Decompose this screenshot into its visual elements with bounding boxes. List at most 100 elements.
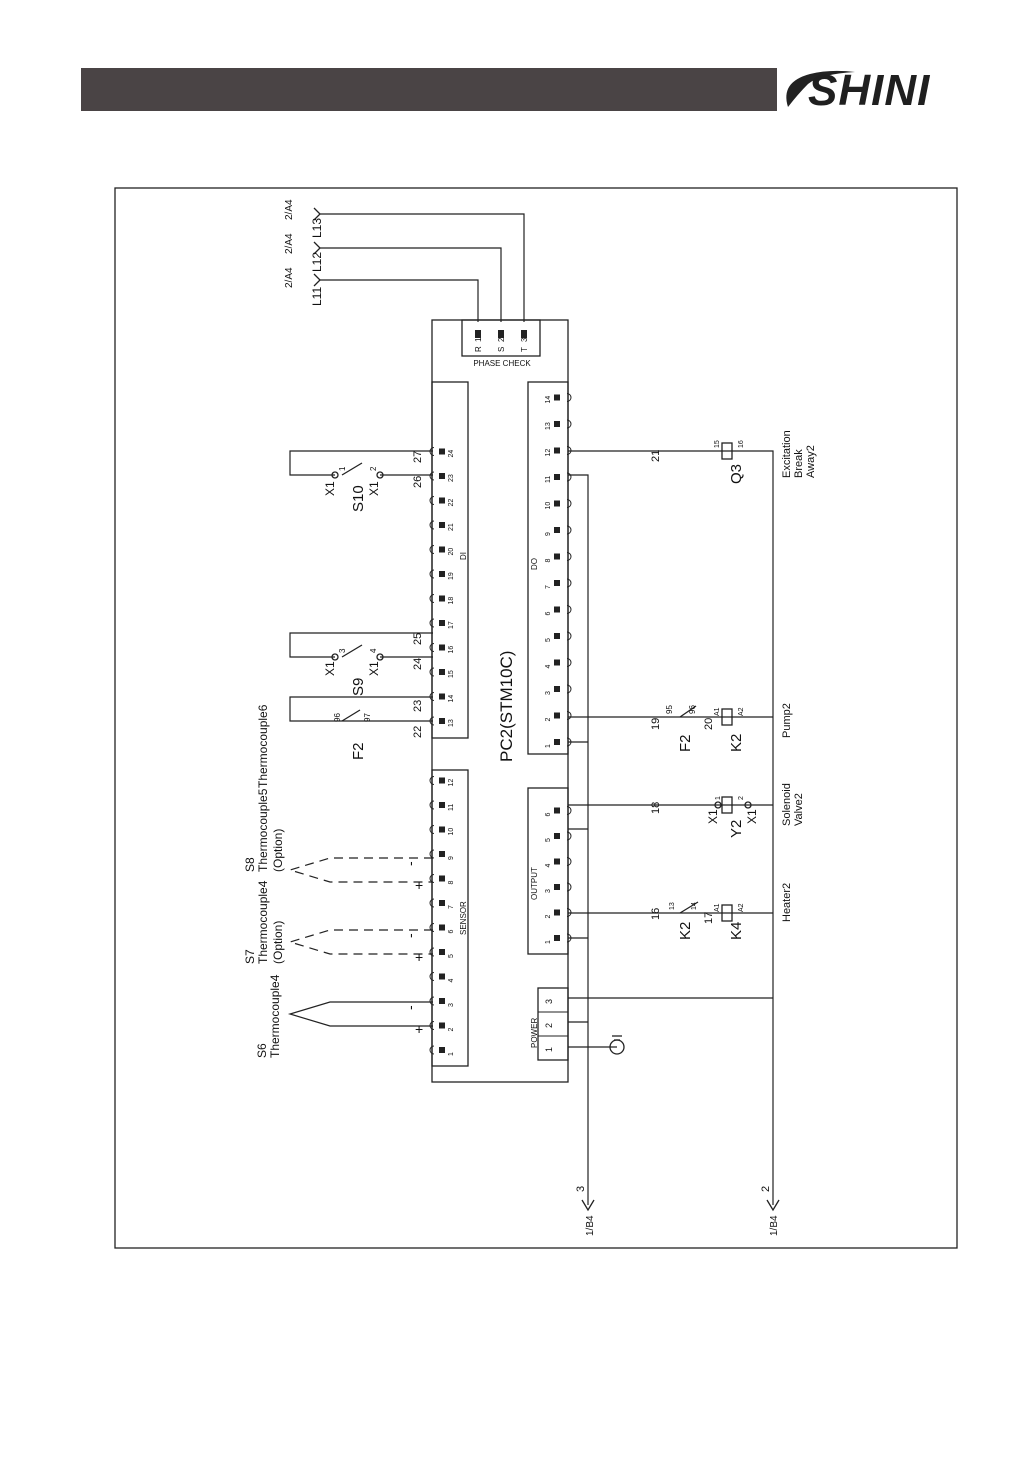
di-terminal: 20: [429, 545, 455, 556]
sensor-terminal: 9: [429, 849, 455, 860]
sensor-block: [431, 769, 469, 1067]
load-excitation: Excitation: [781, 430, 793, 478]
do-terminal-number: 11: [545, 476, 552, 483]
load-pump: Pump2: [781, 703, 793, 738]
do-terminal: 6: [545, 605, 572, 616]
phase-ref-3: 2/A4: [284, 199, 295, 220]
do-terminal-number: 9: [545, 532, 552, 536]
phase-num-3: 3: [520, 337, 529, 342]
label-s10: S10: [350, 485, 367, 512]
load-solenoid: Solenoid: [781, 783, 793, 826]
label-q3-pin15: 15: [714, 440, 721, 448]
sensor-terminal: 5: [429, 947, 455, 958]
sensor-terminal-number: 11: [448, 804, 455, 811]
block-output-label: OUTPUT: [530, 867, 539, 900]
shini-logo: [780, 62, 955, 117]
label-s9-x1-right: X1: [367, 661, 381, 676]
di-terminal: 23: [429, 471, 455, 482]
label-q3: Q3: [728, 464, 745, 484]
wire-27: 27: [412, 451, 424, 463]
label-y2: Y2: [728, 820, 745, 838]
do-terminal: 7: [545, 578, 572, 589]
label-s9-pin3: 3: [338, 648, 347, 653]
do-terminal-number: 10: [545, 502, 552, 510]
output-terminal: 1: [545, 933, 572, 944]
output-terminal-number: 2: [545, 915, 552, 919]
label-f2-pin95: 95: [665, 705, 674, 714]
output-terminal-number: 4: [545, 864, 552, 868]
logo-text: SHINI: [808, 66, 931, 115]
label-s10-pin1: 1: [338, 466, 347, 471]
di-terminal-number: 21: [448, 523, 455, 531]
label-k2-a2: A2: [738, 707, 745, 716]
diagram-frame: [114, 187, 958, 1249]
output-terminal: 3: [545, 882, 572, 893]
sensor-terminal: 12: [429, 776, 455, 787]
phase-ref-2: 2/A4: [284, 233, 295, 254]
label-k2-pin13: 13: [669, 902, 676, 910]
wire-23: 23: [412, 700, 424, 712]
sensor-terminal: 4: [429, 972, 455, 983]
block-sensor-label: SENSOR: [459, 901, 468, 935]
di-terminal: 17: [429, 618, 455, 629]
power-terminal-number: 2: [544, 1023, 554, 1028]
ref-1b4-left: 1/B4: [585, 1215, 596, 1236]
di-terminal-number: 17: [448, 621, 455, 629]
do-terminal-number: 4: [545, 665, 552, 669]
sensor-s7-tag: S7: [243, 949, 257, 964]
di-terminal-number: 15: [448, 670, 455, 678]
header-bar: [81, 68, 777, 111]
di-terminal-number: 20: [448, 548, 455, 556]
load-heater: Heater2: [781, 883, 793, 922]
phase-num-2: 2: [497, 337, 506, 342]
load-break: Break: [793, 449, 805, 478]
sensor-terminal-number: 3: [448, 1003, 455, 1007]
sensor-s7-opt: (Option): [271, 921, 285, 964]
sensor-terminal-number: 5: [448, 954, 455, 958]
sensor-terminal-number: 1: [448, 1052, 455, 1056]
phase-line-l12: L12: [310, 252, 324, 272]
wire-26: 26: [412, 476, 424, 488]
label-k4-a2: A2: [738, 903, 745, 912]
sensor-terminal: 8: [429, 874, 455, 885]
wire-25: 25: [412, 633, 424, 645]
di-terminal-number: 18: [448, 597, 455, 605]
phase-term-s: S: [497, 347, 506, 352]
output-terminal-number: 1: [545, 940, 552, 944]
di-terminal: 14: [429, 692, 455, 703]
wire-18: 18: [650, 802, 662, 814]
sensor-terminal-number: 4: [448, 979, 455, 983]
output-terminal: 6: [545, 806, 572, 817]
output-terminal: 2: [545, 908, 572, 919]
label-f2-pin97-di: 97: [363, 713, 372, 722]
load-away2: Away2: [805, 445, 817, 478]
do-terminal-number: 3: [545, 691, 552, 695]
terminal-group: 1234567891011121314151617181920212223241…: [429, 330, 572, 1056]
label-f2-pin96-di: 96: [333, 713, 342, 722]
sensor-terminal: 6: [429, 923, 455, 934]
do-terminal: 3: [545, 684, 572, 695]
label-f2-do: F2: [677, 734, 694, 752]
do-terminal: 13: [545, 419, 572, 430]
do-terminal-number: 13: [545, 422, 552, 430]
di-terminal: 13: [429, 716, 455, 727]
do-terminal: 1: [545, 737, 572, 748]
sensor-terminal-number: 10: [448, 828, 455, 836]
sensor-plus-3: +: [415, 877, 423, 893]
sensor-s8-opt: (Option): [271, 829, 285, 872]
power-terminal-number: 1: [544, 1047, 554, 1052]
label-s10-x1-right: X1: [367, 481, 381, 496]
block-phase-label: PHASE CHECK: [473, 359, 531, 368]
do-terminal: 12: [545, 446, 572, 457]
di-terminal-number: 16: [448, 646, 455, 654]
do-block: [527, 381, 569, 755]
label-q3-pin16: 16: [738, 440, 745, 448]
label-k2-pump: K2: [728, 734, 745, 752]
output-terminal-number: 3: [545, 889, 552, 893]
do-terminal-number: 12: [545, 449, 552, 457]
di-block: [431, 381, 469, 739]
sensor-thermocouple6: Thermocouple6: [256, 704, 270, 788]
di-terminal-number: 19: [448, 572, 455, 580]
label-f2-pin96: 96: [688, 705, 697, 714]
